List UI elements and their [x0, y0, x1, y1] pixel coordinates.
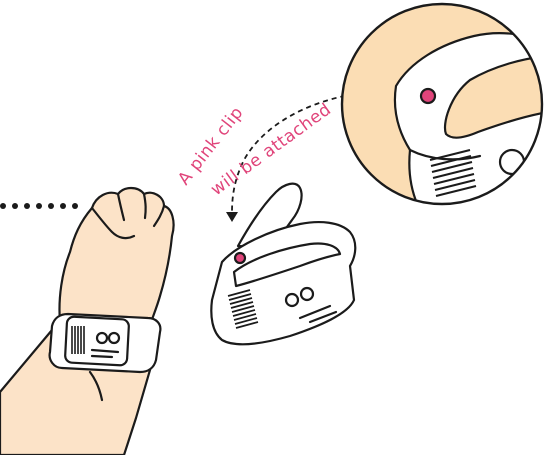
hand-with-wristband-icon [0, 188, 174, 455]
clip-marker [235, 253, 245, 263]
annotation-group: A pink clip will be attached [174, 99, 335, 200]
fist-shape [59, 188, 173, 326]
magnified-clip-detail-icon [342, 4, 544, 210]
band-body [211, 222, 355, 344]
dotted-leader-line [0, 203, 78, 209]
zoom-clip-marker [421, 89, 435, 103]
